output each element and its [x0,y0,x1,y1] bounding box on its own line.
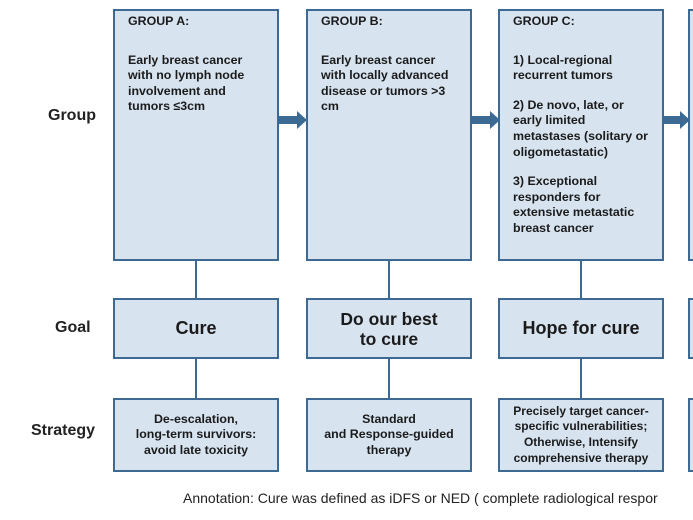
strategy-c-box: Precisely target cancer- specific vulner… [498,398,664,472]
row-label-group: Group [48,107,96,124]
group-d-box-partial [688,9,693,261]
annotation-text: Annotation: Cure was defined as iDFS or … [183,490,658,506]
group-a-title: GROUP A: [128,14,190,28]
group-c-item-3: 3) Exceptional responders for extensive … [513,174,635,235]
goal-d-box-partial [688,298,693,359]
group-b-title: GROUP B: [321,14,383,28]
group-b-box: GROUP B: Early breast cancer with locall… [306,9,472,261]
goal-c-box: Hope for cure [498,298,664,359]
connector-c-group-goal [580,261,582,298]
group-a-description: Early breast cancer with no lymph node i… [128,52,245,114]
arrow-c-to-d [664,111,690,129]
strategy-b-box: Standard and Response-guided therapy [306,398,472,472]
row-label-goal: Goal [55,319,91,336]
connector-b-goal-strategy [388,359,390,398]
goal-a-box: Cure [113,298,279,359]
strategy-a-box: De-escalation, long-term survivors: avoi… [113,398,279,472]
strategy-d-box-partial [688,398,693,472]
connector-c-goal-strategy [580,359,582,398]
connector-a-group-goal [195,261,197,298]
group-c-title: GROUP C: [513,14,575,28]
group-a-box: GROUP A: Early breast cancer with no lym… [113,9,279,261]
arrow-a-to-b [279,111,307,129]
group-c-box: GROUP C: 1) Local-regional recurrent tum… [498,9,664,261]
connector-a-goal-strategy [195,359,197,398]
goal-b-box: Do our best to cure [306,298,472,359]
group-b-description: Early breast cancer with locally advance… [321,52,449,114]
arrow-b-to-c [472,111,500,129]
connector-b-group-goal [388,261,390,298]
group-c-item-2: 2) De novo, late, or early limited metas… [513,97,648,159]
group-c-item-1: 1) Local-regional recurrent tumors [513,52,613,83]
row-label-strategy: Strategy [31,422,96,439]
